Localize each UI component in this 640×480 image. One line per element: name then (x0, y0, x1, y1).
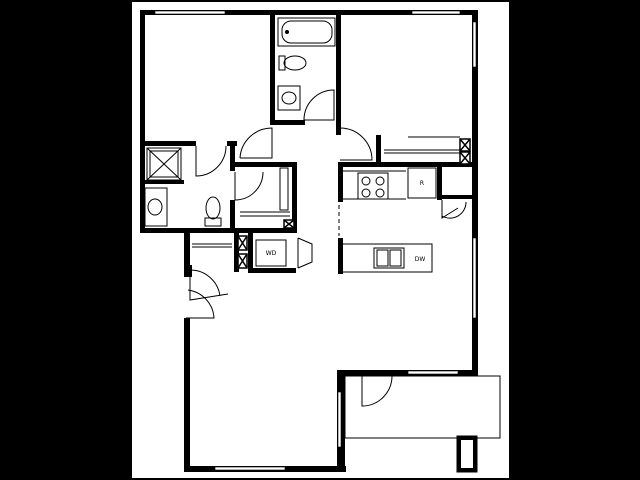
master-bath-toilet (204, 196, 222, 227)
washer-dryer (255, 239, 287, 267)
doors (186, 89, 467, 407)
sink (277, 85, 301, 111)
kitchen-island (341, 243, 433, 273)
windows (154, 10, 477, 471)
utility-boxes (237, 138, 471, 269)
refrigerator-label: R (420, 180, 424, 187)
bathtub (277, 17, 336, 47)
refrigerator (407, 167, 437, 199)
paper (132, 2, 509, 478)
dishwasher-label: DW (415, 256, 426, 263)
shower (146, 147, 182, 181)
interior-walls (140, 10, 478, 277)
closet-shelves (192, 136, 460, 248)
washer-dryer-label: WD (266, 250, 277, 257)
cooktop (343, 170, 406, 200)
master-bath-sink (144, 187, 168, 227)
toilet (278, 55, 307, 71)
balcony (344, 375, 501, 473)
